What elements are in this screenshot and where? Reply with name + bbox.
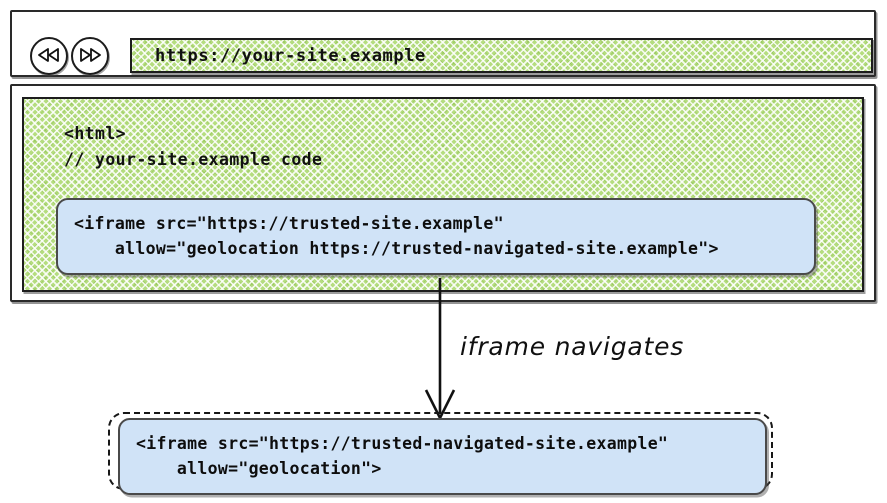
fast-forward-icon [79,47,101,66]
forward-button[interactable] [71,37,109,75]
navigated-iframe-line-1: <iframe src="https://trusted-navigated-s… [136,434,669,453]
address-bar[interactable]: https://your-site.example [130,38,873,73]
address-bar-value: https://your-site.example [155,45,426,66]
browser-toolbar: https://your-site.example [10,10,876,77]
navigated-iframe-line-2: allow="geolocation"> [136,459,382,478]
navigation-buttons [30,37,109,75]
navigated-iframe-snippet: <iframe src="https://trusted-navigated-s… [118,418,767,495]
code-line-comment: // your-site.example code [64,150,323,169]
embedded-iframe-snippet: <iframe src="https://trusted-site.exampl… [56,198,816,275]
embedded-iframe-line-2: allow="geolocation https://trusted-navig… [74,239,719,258]
embedded-iframe-line-1: <iframe src="https://trusted-site.exampl… [74,214,504,233]
back-button[interactable] [30,37,68,75]
rewind-icon [38,47,60,66]
annotation-iframe-navigates: iframe navigates [460,332,685,361]
code-line-html: <html> [64,124,127,143]
